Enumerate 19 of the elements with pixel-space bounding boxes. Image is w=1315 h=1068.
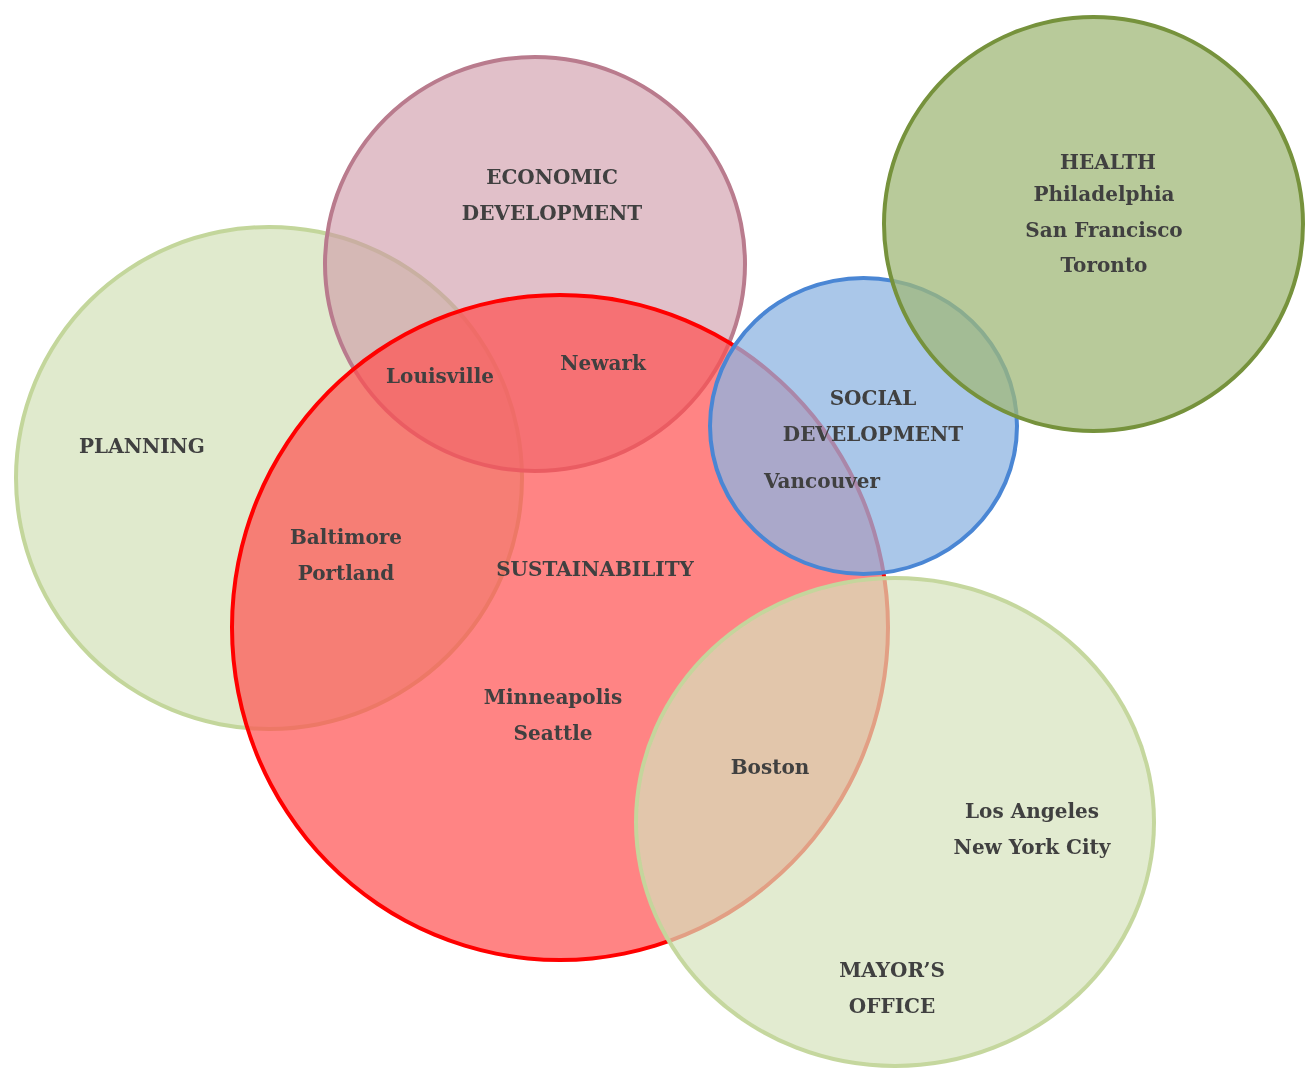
- city-label: Newark: [560, 350, 646, 377]
- circle-title: ECONOMIC DEVELOPMENT: [460, 164, 644, 227]
- city-label: New York City: [953, 834, 1111, 861]
- city-label: Seattle: [513, 720, 593, 747]
- circle-title: SUSTAINABILITY: [495, 556, 695, 583]
- city-label: Portland: [297, 560, 395, 587]
- city-label: Vancouver: [763, 468, 881, 495]
- circle-title: HEALTH: [1059, 149, 1157, 176]
- city-label: Louisville: [386, 363, 494, 390]
- circle-title: PLANNING: [78, 433, 206, 460]
- circle-title: MAYOR’S OFFICE: [838, 957, 946, 1020]
- city-label: Baltimore: [289, 524, 403, 551]
- city-label: Minneapolis: [483, 684, 623, 711]
- city-label: Los Angeles: [965, 798, 1099, 825]
- city-label: San Francisco: [1025, 217, 1183, 244]
- circle-title: SOCIAL DEVELOPMENT: [781, 385, 965, 448]
- city-label: Toronto: [1060, 252, 1148, 279]
- city-label: Boston: [730, 754, 810, 781]
- city-label: Philadelphia: [1033, 181, 1175, 208]
